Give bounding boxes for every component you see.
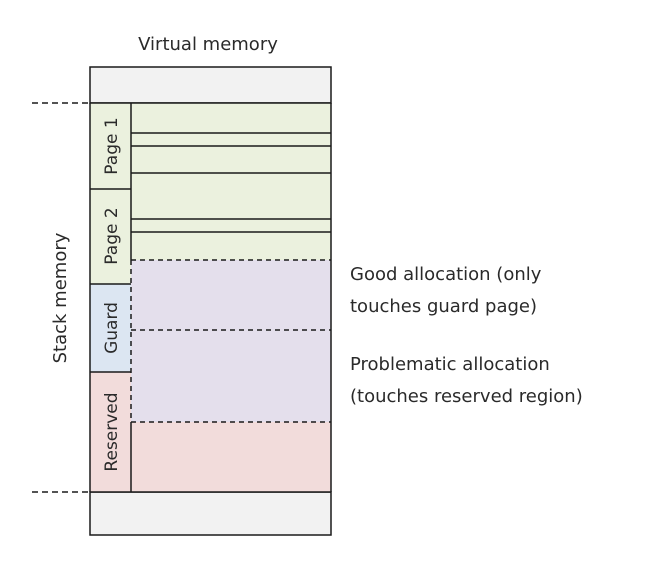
reserved-label: Reserved [102, 392, 122, 471]
good-allocation-line2: touches guard page) [350, 296, 537, 317]
page1-label: Page 1 [102, 117, 122, 174]
problematic-allocation-line2: (touches reserved region) [350, 386, 583, 407]
stack-pages-region [90, 103, 331, 260]
page2-lower-cell [90, 260, 131, 284]
diagram-title: Virtual memory [138, 34, 278, 55]
allocation-area [131, 260, 331, 422]
page-stripes [131, 132, 331, 233]
unmapped-region-bottom [89, 491, 332, 536]
problematic-allocation-line1: Problematic allocation [350, 354, 550, 375]
stack-memory-label: Stack memory [50, 232, 71, 363]
guard-label: Guard [102, 302, 122, 354]
page2-label: Page 2 [102, 207, 122, 264]
good-allocation-line1: Good allocation (only [350, 264, 542, 285]
unmapped-region-top [89, 66, 332, 104]
guard-region [90, 284, 131, 372]
